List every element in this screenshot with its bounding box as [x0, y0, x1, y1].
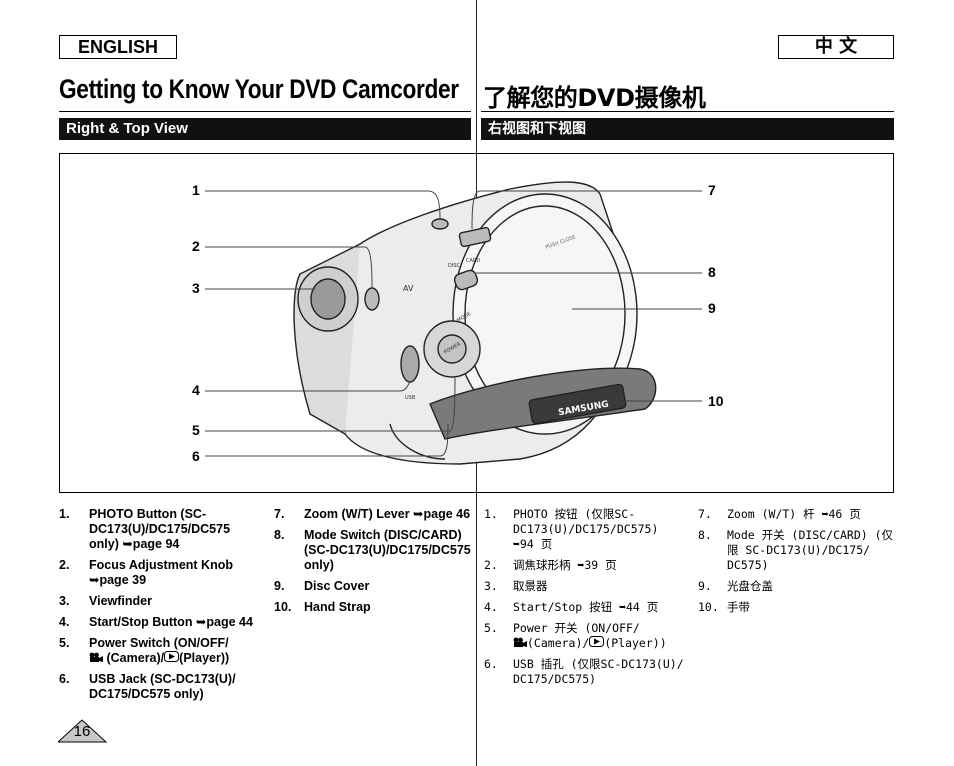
list-item: 8.Mode 开关 (DISC/CARD) (仅限 SC-DC173(U)/DC… — [698, 528, 894, 572]
parts-list-english-1: 1.PHOTO Button (SC-DC173(U)/DC175/DC575 … — [59, 507, 259, 708]
list-item: 6.USB 插孔 (仅限SC-DC173(U)/ DC175/DC575) — [484, 657, 684, 686]
viewfinder-lens — [310, 278, 346, 320]
callout-5: 5 — [192, 422, 200, 438]
list-item: 10.手带 — [698, 600, 750, 614]
callout-9: 9 — [708, 300, 716, 316]
list-item: 3.Viewfinder — [59, 594, 152, 608]
language-label-english: ENGLISH — [59, 35, 177, 59]
section-heading-english: Right & Top View — [59, 118, 471, 140]
list-item: 7.Zoom (W/T) Lever ➥page 46 — [274, 507, 471, 521]
list-item: 3.取景器 — [484, 579, 548, 593]
leader-lines — [205, 190, 702, 457]
language-label-chinese: 中 文 — [778, 35, 894, 59]
callout-1: 1 — [192, 182, 200, 198]
camera-mode-icon — [89, 651, 103, 666]
callout-10: 10 — [708, 393, 724, 409]
photo-button-shape — [431, 218, 449, 230]
parts-list-english-2: 7.Zoom (W/T) Lever ➥page 46 8.Mode Switc… — [274, 507, 472, 621]
callout-2: 2 — [192, 238, 200, 254]
av-label: AV — [403, 284, 414, 293]
parts-list-chinese-1: 1.PHOTO 按钮 (仅限SC-DC173(U)/DC175/DC575) ➥… — [484, 507, 684, 693]
zoom-lever-shape — [458, 226, 492, 248]
page-number-badge — [58, 719, 108, 743]
title-rule-left — [59, 111, 471, 112]
start-stop-button-shape — [400, 345, 420, 383]
callout-3: 3 — [192, 280, 200, 296]
list-item: 4.Start/Stop 按钮 ➥44 页 — [484, 600, 659, 614]
section-heading-chinese: 右视图和下视图 — [481, 118, 894, 140]
page-title-english: Getting to Know Your DVD Camcorder — [59, 74, 459, 104]
page-number: 16 — [73, 723, 91, 740]
list-item: 5.Power Switch (ON/OFF/ (Camera)/(Player… — [59, 636, 230, 666]
list-item: 1.PHOTO 按钮 (仅限SC-DC173(U)/DC175/DC575) ➥… — [484, 507, 659, 551]
strap-pad — [528, 383, 627, 425]
list-item: 4.Start/Stop Button ➥page 44 — [59, 615, 253, 629]
list-item: 1.PHOTO Button (SC-DC173(U)/DC175/DC575 … — [59, 507, 231, 551]
list-item: 9.Disc Cover — [274, 579, 370, 593]
list-item: 2.Focus Adjustment Knob ➥page 39 — [59, 558, 233, 587]
parts-list-chinese-2: 7.Zoom (W/T) 杆 ➥46 页 8.Mode 开关 (DISC/CAR… — [698, 507, 894, 621]
focus-knob — [364, 287, 380, 311]
list-item: 7.Zoom (W/T) 杆 ➥46 页 — [698, 507, 861, 521]
callout-4: 4 — [192, 382, 200, 398]
callout-8: 8 — [708, 264, 716, 280]
callout-6: 6 — [192, 448, 200, 464]
camcorder-figure: SAMSUNG PUSH CLOSE AV MODE POWER DISC CA… — [59, 153, 894, 493]
mode-switch-shape — [453, 269, 479, 291]
card-label: CARD — [466, 258, 480, 264]
player-mode-icon — [164, 651, 180, 666]
list-item: 8.Mode Switch (DISC/CARD) (SC-DC173(U)/D… — [274, 528, 471, 572]
player-mode-icon — [589, 636, 605, 651]
list-item: 9.光盘仓盖 — [698, 579, 773, 593]
title-rule-right — [481, 111, 894, 112]
list-item: 6.USB Jack (SC-DC173(U)/ DC175/DC575 onl… — [59, 672, 236, 702]
disc-label: DISC — [448, 263, 460, 269]
camcorder-illustration: SAMSUNG PUSH CLOSE AV MODE POWER DISC CA… — [205, 181, 702, 465]
list-item: 2.调焦球形柄 ➥39 页 — [484, 558, 617, 572]
list-item: 5.Power 开关 (ON/OFF/ (Camera)/(Player)) — [484, 621, 667, 651]
usb-label: USB — [405, 395, 416, 401]
list-item: 10.Hand Strap — [274, 600, 371, 614]
callout-7: 7 — [708, 182, 716, 198]
page-title-chinese: 了解您的DVD摄像机 — [483, 84, 706, 112]
camera-mode-icon — [513, 636, 527, 651]
